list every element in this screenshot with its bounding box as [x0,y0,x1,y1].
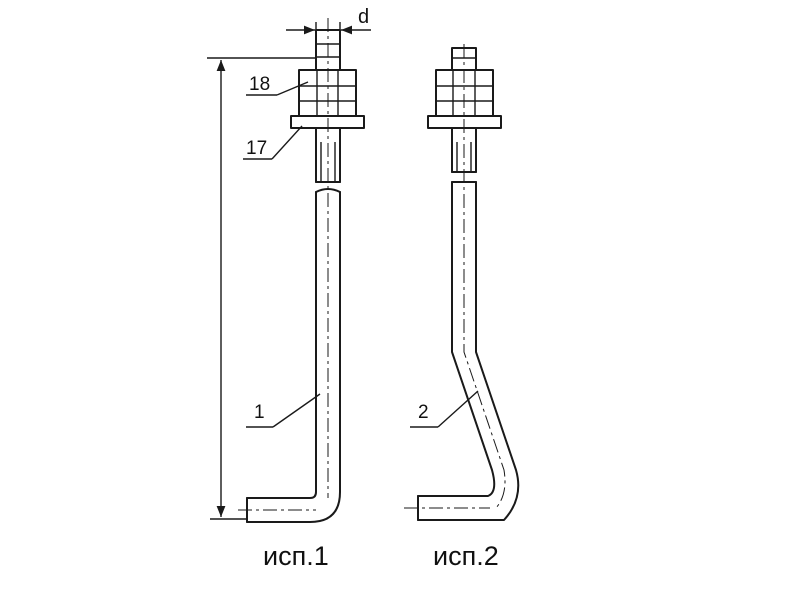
centerline-vertical-2 [463,44,506,509]
bolt-variant-2 [404,44,520,521]
bolt-variant-1 [238,18,365,523]
leader-2: 2 [410,390,479,428]
part-1-label: 1 [254,402,265,423]
caption-variant-1: исп.1 [263,541,329,571]
dimension-d-label: d [358,6,369,28]
part-17-label: 17 [246,138,267,159]
rod-body-1 [246,188,341,523]
leader-17: 17 [243,125,303,160]
leader-1: 1 [246,393,321,428]
diameter-dimension: d [286,6,371,36]
part-18-label: 18 [249,74,270,95]
height-dimension [207,57,316,520]
part-2-label: 2 [418,402,429,423]
caption-variant-2: исп.2 [433,541,499,571]
thread-section-1 [315,127,341,183]
leader-18: 18 [246,74,309,96]
